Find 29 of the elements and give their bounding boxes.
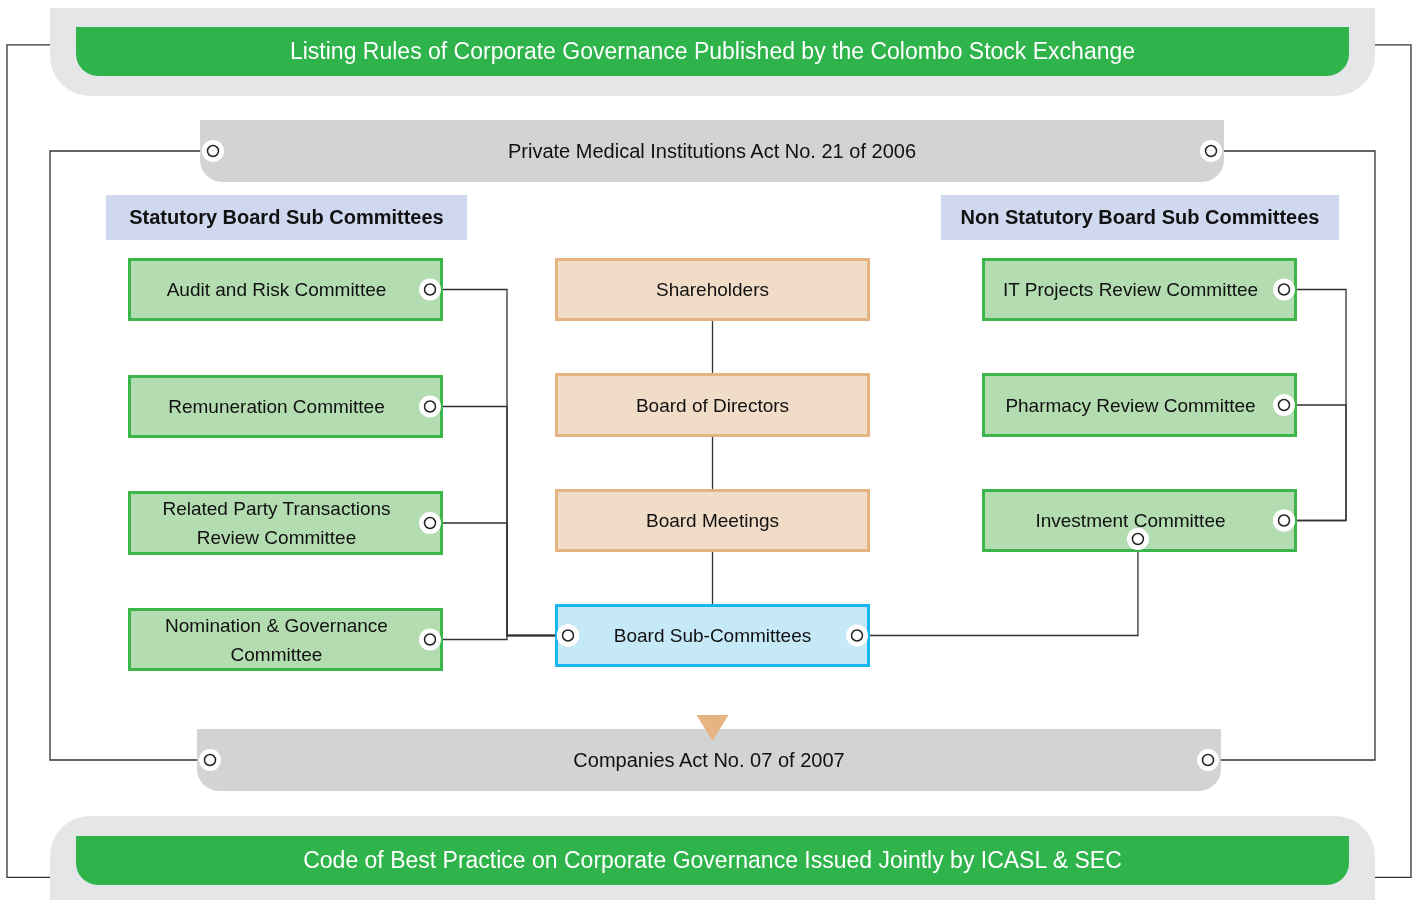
banner-panel xyxy=(50,816,1375,900)
banner-title: Listing Rules of Corporate Governance Published by the Colombo Stock Exchange xyxy=(76,27,1349,76)
act-band: Private Medical Institutions Act No. 21 of 2006 xyxy=(200,120,1224,182)
connector xyxy=(845,527,1150,648)
connector xyxy=(711,551,714,605)
committee-box: Related Party Transactions Review Committee xyxy=(128,491,443,555)
category-heading: Non Statutory Board Sub Committees xyxy=(941,195,1339,240)
committee-box: Pharmacy Review Committee xyxy=(982,373,1297,437)
committee-box: Investment Committee xyxy=(982,489,1297,552)
connector xyxy=(49,139,225,772)
connector xyxy=(711,320,714,374)
banner-panel xyxy=(50,8,1375,96)
connector xyxy=(1374,44,1412,878)
committee-box: IT Projects Review Committee xyxy=(982,258,1297,321)
connector xyxy=(418,623,580,652)
governance-box: Shareholders xyxy=(555,258,870,321)
committee-box: Remuneration Committee xyxy=(128,375,443,438)
committee-box: Nomination & Governance Committee xyxy=(128,608,443,671)
governance-box: Board Meetings xyxy=(555,489,870,552)
banner-title: Code of Best Practice on Corporate Governance Issued Jointly by ICASL & SEC xyxy=(76,836,1349,885)
committee-box: Audit and Risk Committee xyxy=(128,258,443,321)
category-heading: Statutory Board Sub Committees xyxy=(106,195,467,240)
act-band: Companies Act No. 07 of 2007 xyxy=(197,729,1221,791)
connector xyxy=(6,44,51,878)
governance-box: Board of Directors xyxy=(555,373,870,437)
connector xyxy=(711,436,714,490)
connector xyxy=(1272,393,1347,533)
sub-committee-box: Board Sub-Committees xyxy=(555,604,870,667)
connector xyxy=(1196,139,1376,772)
